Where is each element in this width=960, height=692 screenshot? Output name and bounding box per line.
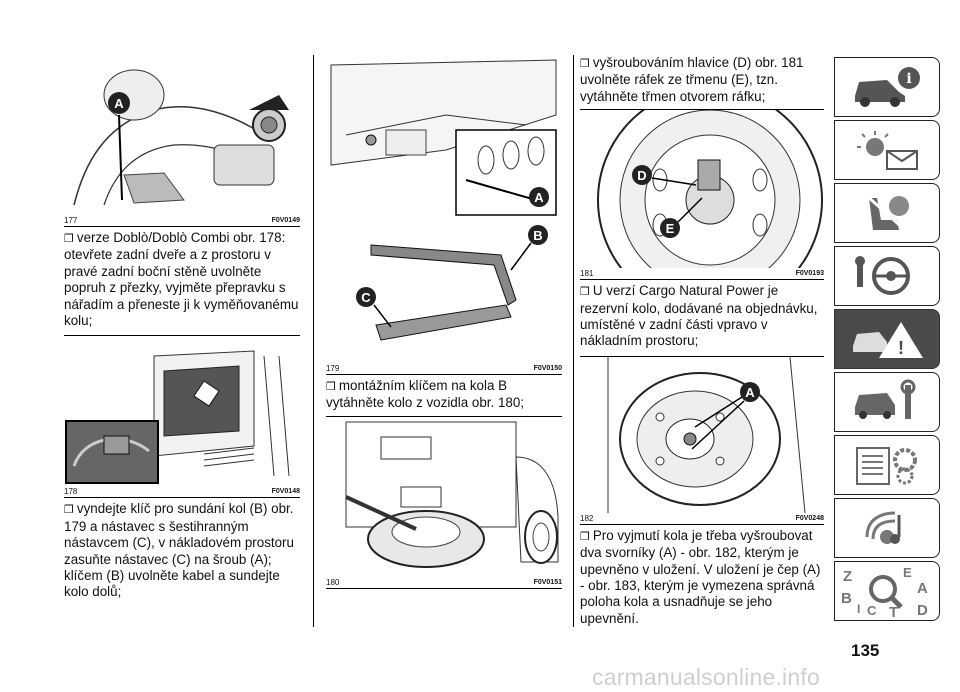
- divider: [580, 523, 824, 525]
- paragraph-5: ❒U verzí Cargo Natural Power je rezervní…: [580, 283, 818, 349]
- figure-180: [326, 415, 562, 577]
- figure-number: 178: [64, 487, 78, 497]
- figure-code: F0V0151: [533, 578, 562, 586]
- column-right: ❒vyšroubováním hlavice (D) obr. 181 uvol…: [580, 55, 824, 627]
- figure-182: A: [580, 355, 824, 513]
- bullet-icon: ❒: [580, 57, 590, 70]
- bullet-icon: ❒: [64, 232, 74, 245]
- figure-caption-179: 179 F0V0150: [326, 364, 562, 374]
- index-letter: B: [841, 590, 852, 607]
- alphabetical-index-icon: Z E A B C T D I: [841, 565, 928, 619]
- figure-177-drawing: A: [64, 55, 300, 215]
- figure-code: F0V0193: [795, 270, 824, 278]
- figure-caption-177: 177 F0V0149: [64, 216, 300, 226]
- bullet-icon: ❒: [580, 285, 590, 299]
- bullet-icon: ❒: [580, 529, 590, 543]
- figure-code: F0V0150: [533, 365, 562, 372]
- divider: [580, 279, 824, 281]
- divider: [326, 587, 562, 589]
- figure-181-drawing: D E: [580, 110, 824, 269]
- figure-number: 177: [64, 216, 78, 225]
- steering-wheel-key-icon: [855, 256, 910, 295]
- figure-178: [64, 335, 300, 487]
- divider: [64, 226, 300, 227]
- svg-text:!: !: [898, 338, 904, 358]
- column-divider: [573, 55, 574, 627]
- figure-number: 182: [580, 513, 594, 523]
- tab-emergency[interactable]: !: [834, 309, 940, 369]
- paragraph-1: ❒verze Doblò/Doblò Combi obr. 178: otevř…: [64, 230, 299, 329]
- index-letter: A: [917, 580, 928, 597]
- index-letter: I: [857, 602, 860, 616]
- index-letter: T: [889, 604, 898, 619]
- figure-179: A B C: [326, 55, 562, 363]
- figure-caption-178: 178 F0V0148: [64, 487, 300, 497]
- index-letter: D: [917, 602, 928, 619]
- figure-code: F0V0149: [271, 217, 300, 224]
- callout-181-d: D: [637, 168, 646, 183]
- paragraph-6: ❒Pro vyjmutí kola je třeba vyšroubovat d…: [580, 527, 821, 626]
- index-letter: E: [903, 565, 912, 580]
- car-info-icon: i: [855, 67, 920, 107]
- index-letter: Z: [843, 568, 852, 585]
- callout-179-a: A: [534, 190, 544, 205]
- bullet-icon: ❒: [64, 503, 74, 517]
- callout-177-a: A: [114, 96, 124, 111]
- figure-code: F0V0248: [795, 514, 824, 522]
- figure-number: 180: [326, 577, 340, 587]
- figure-caption-180: 180 F0V0151: [326, 578, 562, 588]
- column-left: A 177 F0V0149 ❒verze Doblò/Doblò Combi o…: [64, 55, 300, 601]
- figure-181: D E: [580, 109, 824, 269]
- figure-180-drawing: [326, 416, 562, 577]
- figure-179-drawing: A B C: [326, 55, 562, 363]
- tab-multimedia[interactable]: [834, 498, 940, 558]
- figure-177: A: [64, 55, 300, 215]
- watermark: carmanualsonline.info: [592, 664, 820, 690]
- warning-lights-message-icon: [857, 131, 918, 170]
- callout-182-a: A: [745, 385, 755, 400]
- callout-179-b: B: [533, 228, 542, 243]
- emergency-triangle-icon: !: [853, 322, 923, 358]
- callout-181-e: E: [666, 221, 675, 236]
- figure-182-drawing: A: [580, 356, 824, 513]
- tab-warning-lights[interactable]: [834, 120, 940, 180]
- multimedia-music-icon: [865, 511, 901, 544]
- tab-technical-data[interactable]: [834, 435, 940, 495]
- paragraph-3: ❒montážním klíčem na kola B vytáhněte ko…: [326, 378, 525, 411]
- figure-caption-182: 182 F0V0248: [580, 514, 824, 524]
- bullet-icon: ❒: [326, 380, 336, 393]
- figure-caption-181: 181 F0V0193: [580, 269, 824, 279]
- callout-179-c: C: [361, 290, 371, 305]
- tab-car-info[interactable]: i: [834, 57, 940, 117]
- technical-data-gears-icon: [856, 447, 917, 485]
- figure-code: F0V0148: [271, 488, 300, 496]
- tab-starting-driving[interactable]: [834, 246, 940, 306]
- tab-index[interactable]: Z E A B C T D I: [834, 561, 940, 621]
- column-middle: A B C 179 F0V0150 ❒montážním klíčem na k…: [326, 55, 562, 592]
- figure-178-drawing: [64, 336, 300, 487]
- paragraph-2: ❒vyndejte klíč pro sundání kol (B) obr. …: [64, 501, 294, 600]
- chapter-tabs: i !: [834, 57, 942, 624]
- page-number: 135: [851, 641, 880, 660]
- svg-text:i: i: [906, 71, 911, 87]
- figure-number: 181: [580, 269, 594, 279]
- divider: [326, 374, 562, 375]
- paragraph-4: ❒vyšroubováním hlavice (D) obr. 181 uvol…: [580, 55, 804, 104]
- column-divider: [313, 55, 314, 627]
- figure-number: 179: [326, 364, 340, 373]
- tab-maintenance[interactable]: [834, 372, 940, 432]
- airbag-seat-icon: [865, 194, 909, 232]
- divider: [64, 497, 300, 499]
- car-maintenance-tools-icon: [855, 379, 916, 419]
- index-letter: C: [867, 603, 877, 618]
- tab-safety[interactable]: [834, 183, 940, 243]
